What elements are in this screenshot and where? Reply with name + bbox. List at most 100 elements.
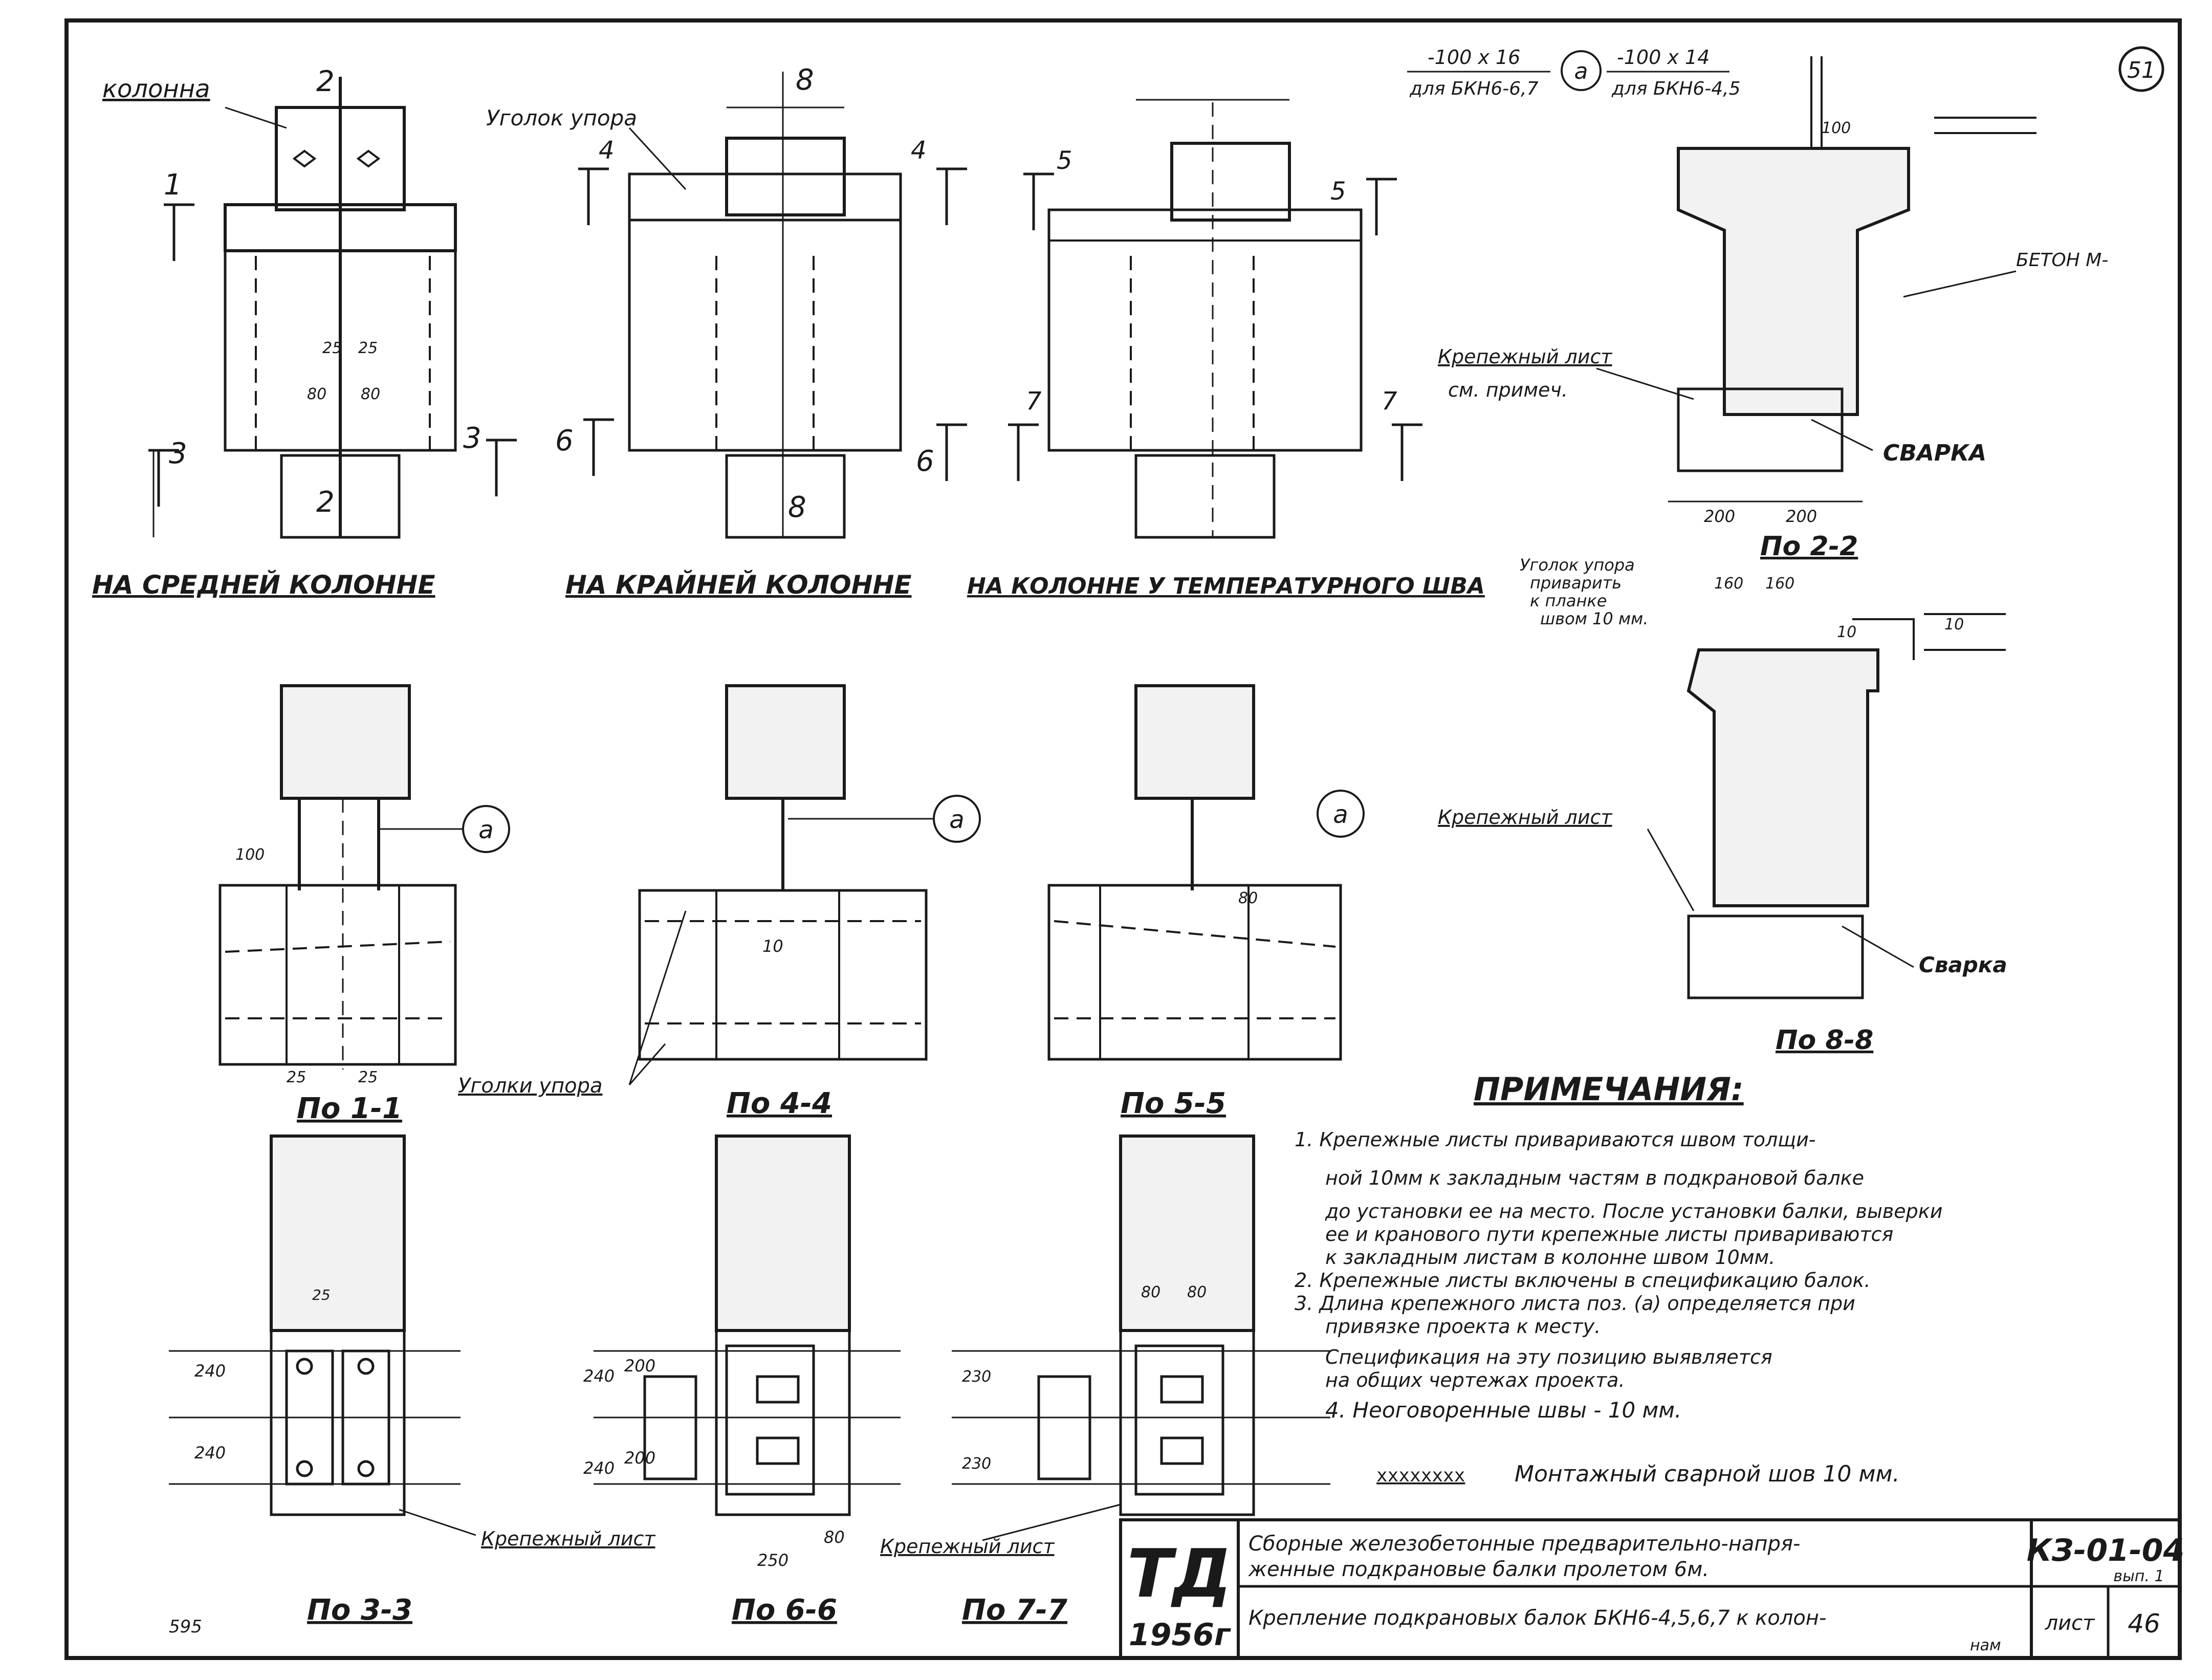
section-6-6: 200 200 240 240 80 250 По 6-6 (583, 1134, 901, 1627)
svg-text:230: 230 (962, 1368, 991, 1386)
page-number: 595 (169, 1617, 202, 1637)
section-5-5: а 80 По 5-5 (1047, 684, 1365, 1120)
svg-text:80: 80 (361, 385, 380, 403)
svg-text:80: 80 (824, 1528, 845, 1547)
section-title-4-4: По 4-4 (727, 1087, 832, 1120)
year: 1956г (1129, 1617, 1231, 1653)
svg-text:1: 1 (164, 168, 182, 202)
svg-text:колонна: колонна (102, 75, 210, 103)
title-block: ТД 1956г Сборные железобетонные предвари… (1119, 1518, 2184, 1660)
svg-text:200: 200 (624, 1356, 655, 1376)
svg-text:8: 8 (788, 491, 806, 524)
svg-text:230: 230 (962, 1455, 991, 1473)
svg-text:-100 x 14: -100 x 14 (1617, 46, 1710, 69)
section-2-2: 200 200 100 Крепежный лист см. примеч. Б… (1438, 56, 2108, 562)
section-title-5-5: По 5-5 (1121, 1087, 1226, 1120)
section-7-7: 230 230 80 80 Крепежный лист По 7-7 (880, 1134, 1330, 1627)
svg-text:4: 4 (599, 136, 615, 165)
svg-text:4: 4 (911, 136, 927, 165)
section-title-7-7: По 7-7 (962, 1594, 1067, 1627)
svg-text:Крепежный лист: Крепежный лист (1438, 806, 1613, 828)
note-line: ее и кранового пути крепежные листы прив… (1325, 1223, 1893, 1246)
svg-text:Сварка: Сварка (1919, 952, 2007, 977)
svg-text:6: 6 (916, 445, 934, 478)
svg-text:8: 8 (796, 63, 814, 97)
svg-text:240: 240 (583, 1458, 615, 1478)
svg-text:5: 5 (1330, 177, 1346, 206)
svg-text:25: 25 (358, 339, 378, 357)
view-title-edge: НА КРАЙНЕЙ КОЛОННЕ (565, 570, 912, 600)
middle-column-elevation: колонна 2 2 1 3 3 25 25 80 80 НА СРЕДНЕЙ… (92, 65, 517, 600)
svg-text:6: 6 (555, 424, 574, 457)
title-line-2: женные подкрановые балки пролетом 6м. (1248, 1558, 1709, 1581)
svg-text:100: 100 (235, 846, 265, 864)
svg-text:СВАРКА: СВАРКА (1883, 440, 1986, 466)
section-title-3-3: По 3-3 (307, 1594, 412, 1627)
note-line: ной 10мм к закладным частям в подкраново… (1325, 1167, 1864, 1189)
svg-text:Крепежный лист: Крепежный лист (481, 1528, 656, 1550)
weld-legend-marks: xxxxxxxx (1376, 1465, 1465, 1486)
svg-text:80: 80 (307, 385, 326, 403)
svg-text:Крепежный лист: Крепежный лист (1438, 345, 1613, 368)
section-title-1-1: По 1-1 (297, 1092, 402, 1125)
svg-text:см. примеч.: см. примеч. (1448, 379, 1568, 401)
org-mark: ТД (1127, 1535, 1232, 1612)
issue: вып. 1 (2113, 1567, 2164, 1585)
svg-text:а: а (1333, 800, 1348, 829)
svg-text:7: 7 (1382, 387, 1397, 416)
svg-text:240: 240 (583, 1366, 615, 1386)
svg-text:Уголки упора: Уголки упора (458, 1074, 603, 1098)
note-line: Спецификация на эту позицию выявляется (1325, 1346, 1772, 1368)
svg-text:2: 2 (316, 65, 335, 98)
svg-text:10: 10 (1837, 623, 1856, 641)
svg-text:25: 25 (287, 1068, 306, 1086)
sheet-label: лист (2045, 1611, 2096, 1635)
joint-column-elevation: 5 5 7 7 НА КОЛОННЕ У ТЕМПЕРАТУРНОГО ШВА (967, 99, 1485, 599)
svg-text:200: 200 (624, 1448, 655, 1468)
svg-text:к планке: к планке (1530, 591, 1607, 610)
svg-text:160: 160 (1765, 575, 1794, 593)
svg-text:приварить: приварить (1530, 573, 1622, 593)
svg-text:5: 5 (1057, 146, 1072, 175)
section-4-4: а 10 Уголки упора По 4-4 (458, 684, 981, 1120)
svg-text:25: 25 (322, 339, 342, 357)
svg-text:25: 25 (312, 1286, 331, 1303)
svg-text:3: 3 (463, 422, 481, 455)
svg-text:200: 200 (1786, 507, 1817, 526)
svg-text:-100 x 16: -100 x 16 (1428, 46, 1520, 69)
svg-text:10: 10 (762, 936, 783, 956)
note-line: на общих чертежах проекта. (1325, 1369, 1625, 1391)
svg-text:Уголок упора: Уголок упора (1520, 555, 1635, 575)
notes-block: ПРИМЕЧАНИЯ: 1. Крепежные листы приварива… (1295, 1071, 1942, 1487)
svg-text:240: 240 (194, 1361, 226, 1381)
svg-text:160: 160 (1714, 575, 1743, 593)
section-1-1: а 100 25 25 По 1-1 (218, 684, 510, 1125)
subtitle-end: нам (1970, 1637, 2001, 1654)
svg-text:100: 100 (1822, 119, 1851, 137)
plate-spec: -100 x 16 для БКН6-6,7 а -100 x 14 для Б… (1407, 46, 1740, 99)
svg-text:10: 10 (1944, 616, 1964, 634)
svg-text:а: а (1574, 58, 1588, 84)
svg-text:25: 25 (358, 1068, 378, 1086)
sheet-no: 46 (2128, 1609, 2160, 1639)
svg-text:а: а (478, 816, 493, 844)
note-line: привязке проекта к месту. (1325, 1315, 1601, 1338)
svg-text:швом 10 мм.: швом 10 мм. (1540, 609, 1648, 628)
svg-text:80: 80 (1141, 1283, 1160, 1301)
doc-code: КЗ-01-04 (2027, 1533, 2184, 1568)
section-3-3: 240 240 25 Крепежный лист По 3-3 (169, 1134, 656, 1627)
note-line: 4. Неоговоренные швы - 10 мм. (1325, 1398, 1681, 1423)
note-line: 2. Крепежные листы включены в спецификац… (1295, 1269, 1871, 1292)
edge-column-elevation: Уголок упора 8 8 4 6 4 6 НА КРАЙНЕЙ КОЛО… (486, 63, 967, 600)
svg-text:240: 240 (194, 1443, 226, 1463)
svg-text:а: а (949, 805, 964, 834)
notes-title: ПРИМЕЧАНИЯ: (1474, 1071, 1744, 1108)
subtitle: Крепление подкрановых балок БКН6-4,5,6,7… (1249, 1606, 1826, 1630)
note-line: к закладным листам в колонне швом 10мм. (1325, 1246, 1775, 1269)
sheet-number: 51 (2127, 57, 2156, 83)
note-line: 1. Крепежные листы привариваются швом то… (1295, 1128, 1816, 1151)
section-title-8-8: По 8-8 (1776, 1025, 1873, 1056)
svg-text:Уголок упора: Уголок упора (486, 105, 637, 130)
svg-text:250: 250 (757, 1551, 789, 1570)
section-title-2-2: По 2-2 (1760, 531, 1858, 562)
